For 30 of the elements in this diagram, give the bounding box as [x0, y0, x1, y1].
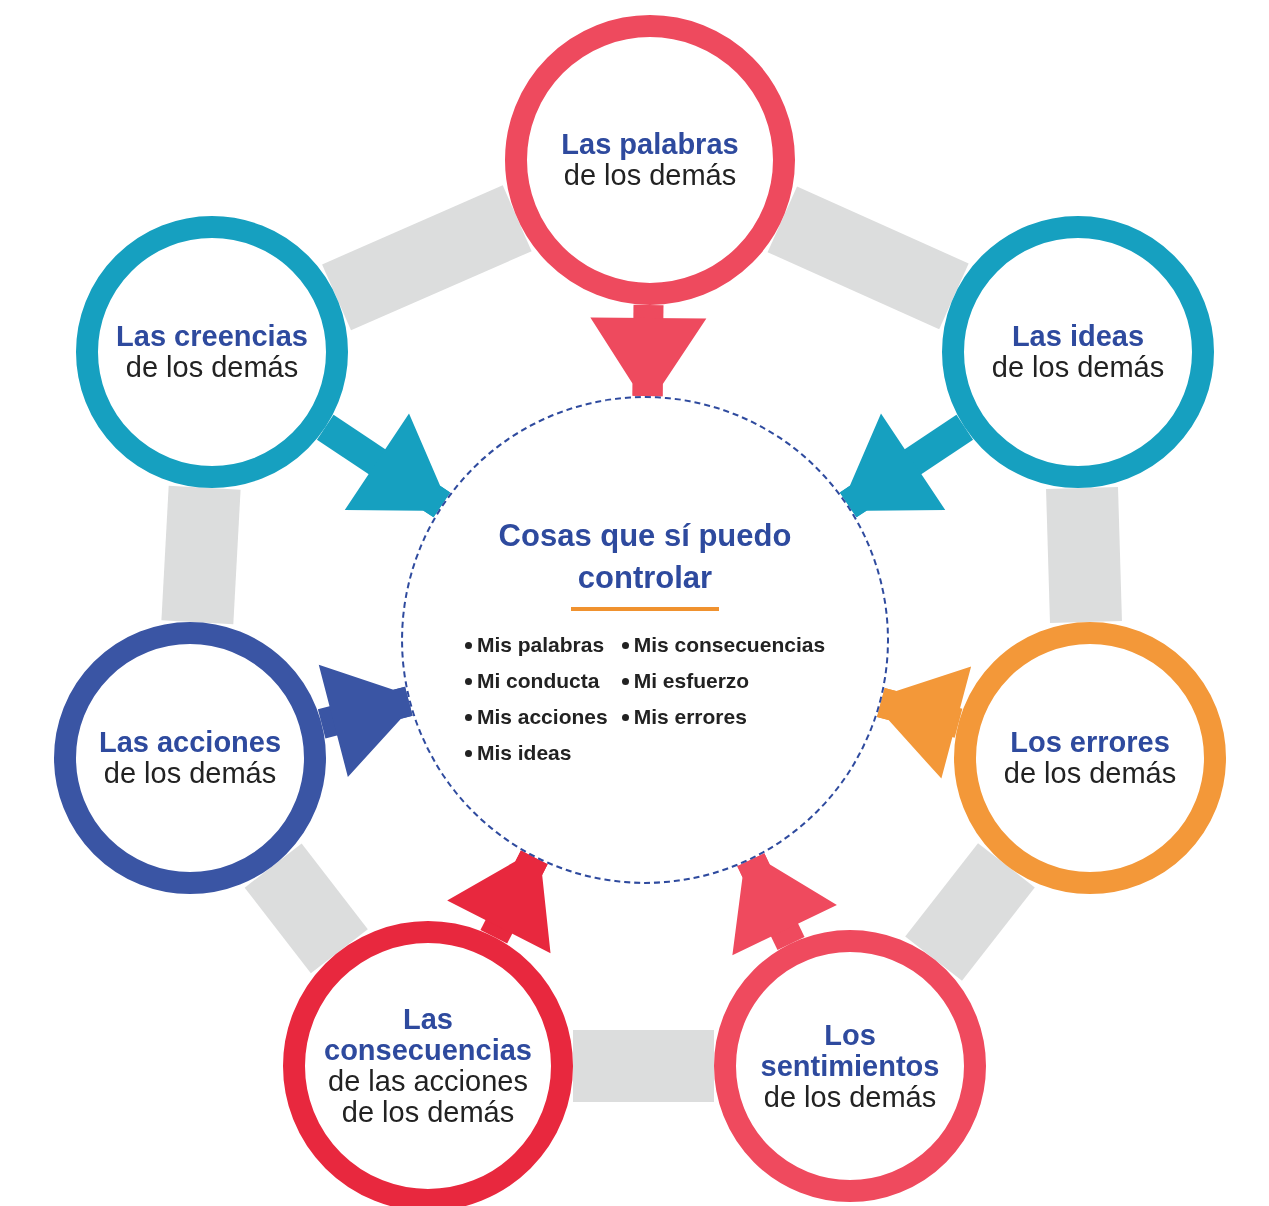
- connector-band: [322, 185, 532, 331]
- circle-text: de las acciones de los demás: [327, 1066, 529, 1128]
- circle-title: Cosas que sí puedo controlar: [497, 517, 793, 597]
- list-item: Mis ideas: [476, 741, 572, 765]
- list-item: Mis errores: [633, 705, 747, 729]
- list-item: Mi conducta: [476, 669, 600, 693]
- circle-heading: Las consecuencias: [323, 1004, 533, 1066]
- circle-text: de los demás: [125, 352, 299, 383]
- connector-band: [161, 485, 241, 625]
- circle-heading: Las ideas: [1011, 321, 1145, 352]
- connector-band: [905, 843, 1035, 981]
- circle-text: de los demás: [1003, 758, 1177, 789]
- circle-heading: Las creencias: [116, 321, 308, 352]
- circle-text: de los demás: [991, 352, 1165, 383]
- dashed-circle: [401, 396, 889, 884]
- circle-heading: Las acciones: [98, 727, 282, 758]
- circle-text: de los demás: [763, 1081, 937, 1113]
- circle-text: de los demás: [103, 758, 277, 789]
- connector-band: [573, 1030, 714, 1102]
- connector-band: [767, 186, 969, 330]
- circle-text: de los demás: [563, 160, 737, 191]
- list-item: Mis consecuencias: [633, 633, 826, 657]
- circle-heading: Las palabras: [561, 129, 739, 160]
- list-item: Mi esfuerzo: [633, 669, 750, 693]
- circle-heading: Los sentimientos: [759, 1019, 941, 1082]
- connector-band: [244, 843, 368, 974]
- connector-band: [1046, 486, 1122, 624]
- list-item: Mis palabras: [476, 633, 605, 657]
- circle-heading: Los errores: [1010, 727, 1170, 758]
- list-item: Mis acciones: [476, 705, 608, 729]
